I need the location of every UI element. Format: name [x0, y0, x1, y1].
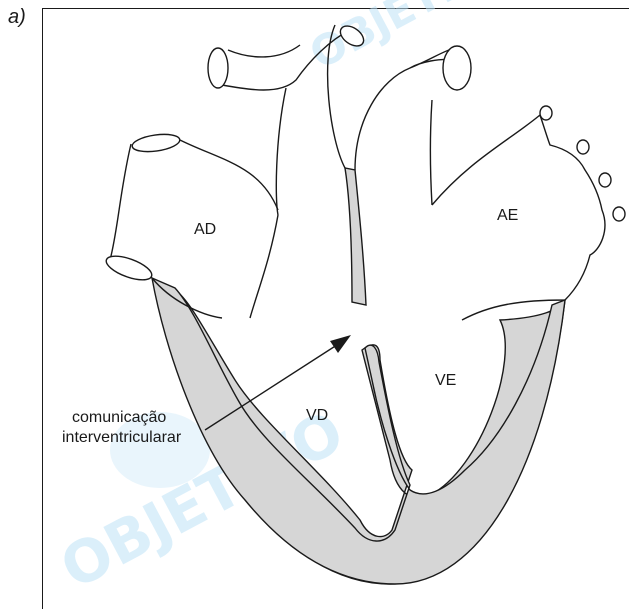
interatrial-septum — [345, 168, 366, 305]
label-right-atrium: AD — [194, 221, 216, 238]
heart-diagram: OBJETIVO OBJETIVO AD AE VD VE comunicaçã… — [0, 0, 629, 594]
pulmonary-vein-1 — [540, 106, 552, 120]
label-left-ventricle: VE — [435, 372, 456, 389]
callout-line-2: interventricularar — [62, 429, 182, 446]
label-right-ventricle: VD — [306, 407, 328, 424]
right-av-line — [250, 215, 278, 318]
callout-line-1: comunicação — [72, 409, 166, 426]
vena-cava-superior-opening — [131, 132, 181, 155]
pulmonary-vein-4 — [613, 207, 625, 221]
label-left-atrium: AE — [497, 207, 518, 224]
vena-cava-inferior-opening — [103, 251, 154, 284]
pulmonary-vein-2 — [577, 140, 589, 154]
pulmonary-opening — [443, 46, 471, 90]
pulmonary-trunk-outline — [355, 48, 455, 205]
callout-arrow-head — [330, 335, 351, 353]
aorta-opening — [208, 48, 228, 88]
pulmonary-vein-3 — [599, 173, 611, 187]
